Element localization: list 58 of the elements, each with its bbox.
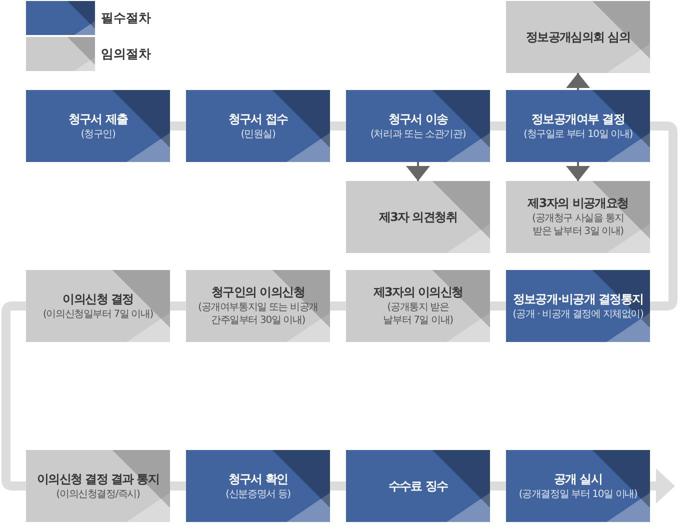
box-note: (공개 · 비공개 결정에 지체없이) (512, 308, 644, 322)
box-title: 청구서 확인 (228, 470, 288, 488)
flow-line (2, 302, 26, 490)
flow-line (330, 482, 346, 490)
process-box (186, 90, 330, 162)
process-box (26, 90, 170, 162)
process-box (346, 181, 490, 253)
process-box (26, 450, 170, 522)
box-note: (처리과 또는 소관기관) (370, 128, 466, 142)
box-note: (청구인) (80, 128, 116, 142)
box-title: 이의신청 결정 (62, 290, 134, 308)
box-title: 수수료 징수 (388, 478, 448, 494)
box-title: 정보공개·비공개 결정통지 (512, 290, 644, 308)
flow-line (170, 302, 186, 310)
arrow (566, 73, 590, 90)
flow-line (330, 302, 346, 310)
flow-line (170, 482, 186, 490)
box-title: 공개 실시 (554, 470, 602, 488)
box-note: (이의신청결정/즉시) (56, 488, 140, 502)
box-title: 이의신청 결정 결과 통지 (36, 470, 160, 488)
box-title: 청구서 제출 (68, 110, 128, 128)
process-box (346, 270, 490, 342)
flow-line (490, 122, 506, 130)
process-box (506, 181, 650, 253)
flow-line (170, 122, 186, 130)
flow-line (490, 302, 506, 310)
box-note: (공개통지 받은 날부터 7일 이내) (382, 300, 454, 328)
box-title: 제3자의 이의신청 (373, 284, 463, 301)
legend-label: 필수절차 (101, 10, 151, 26)
box-note: (신분증명서 등) (226, 488, 290, 502)
process-box (506, 1, 650, 73)
box-note: (공개여부통지일 또는 비공개 간주일부터 30일 이내) (197, 300, 319, 328)
flow-line (330, 122, 346, 130)
process-box (346, 450, 490, 522)
arrow (406, 162, 430, 181)
box-title: 제3자 의견청취 (378, 208, 458, 226)
process-box (506, 450, 650, 522)
process-box (26, 270, 170, 342)
box-title: 정보공개심의회 심의 (526, 28, 630, 46)
legend-label: 임의절차 (101, 46, 151, 62)
box-title: 청구인의 이의신청 (212, 284, 304, 301)
process-box (346, 90, 490, 162)
box-title: 정보공개여부 결정 (532, 110, 624, 128)
arrow (566, 162, 590, 181)
flow-line (490, 482, 506, 490)
box-note: (이의신청일부터 7일 이내) (42, 308, 154, 322)
process-box (186, 450, 330, 522)
box-title: 제3자의 비공개요청 (528, 195, 628, 212)
flow-line (650, 122, 678, 310)
process-box (506, 270, 650, 342)
box-title: 청구서 접수 (228, 110, 288, 128)
process-box (186, 270, 330, 342)
box-note: (공개결정일 부터 10일 이내) (518, 488, 638, 502)
box-title: 청구서 이송 (388, 110, 448, 128)
process-box (506, 90, 650, 162)
box-note: (민원실) (240, 128, 276, 142)
box-note: (청구일로 부터 10일 이내) (524, 128, 632, 142)
box-note: (공개청구 사실을 통지 받은 날부터 3일 이내) (531, 212, 625, 239)
